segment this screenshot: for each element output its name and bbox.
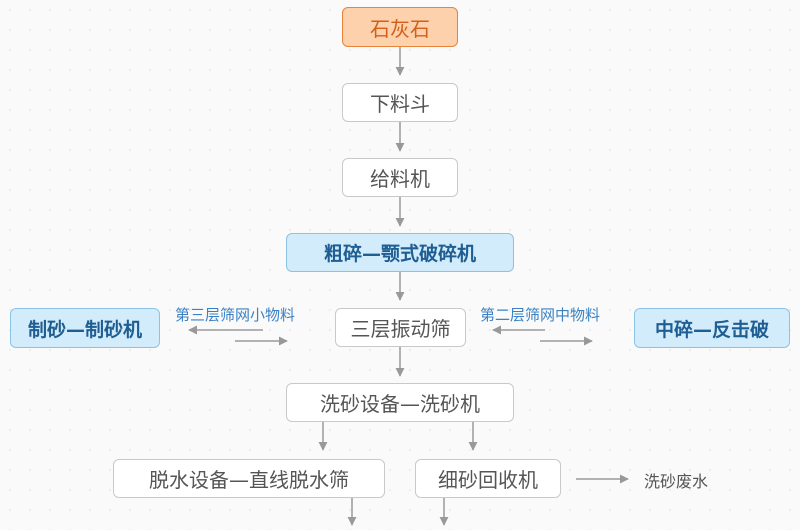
node-dewatering-screen[interactable]: 脱水设备—直线脱水筛 — [113, 459, 385, 498]
node-secondary-crusher[interactable]: 中碎—反击破 — [634, 308, 790, 348]
node-primary-crusher[interactable]: 粗碎—颚式破碎机 — [286, 233, 514, 272]
node-sand-making[interactable]: 制砂—制砂机 — [10, 308, 160, 348]
edge-label-wastewater: 洗砂废水 — [644, 472, 709, 491]
edge-label-second-layer: 第二层筛网中物料 — [480, 306, 601, 324]
node-hopper[interactable]: 下料斗 — [342, 83, 458, 122]
node-feeder[interactable]: 给料机 — [342, 158, 458, 197]
node-limestone[interactable]: 石灰石 — [342, 7, 458, 47]
node-fine-sand-recycler[interactable]: 细砂回收机 — [415, 459, 561, 498]
edge-label-third-layer: 第三层筛网小物料 — [175, 306, 296, 324]
node-vibrating-screen[interactable]: 三层振动筛 — [335, 308, 466, 347]
node-sand-washer[interactable]: 洗砂设备—洗砂机 — [286, 383, 514, 422]
